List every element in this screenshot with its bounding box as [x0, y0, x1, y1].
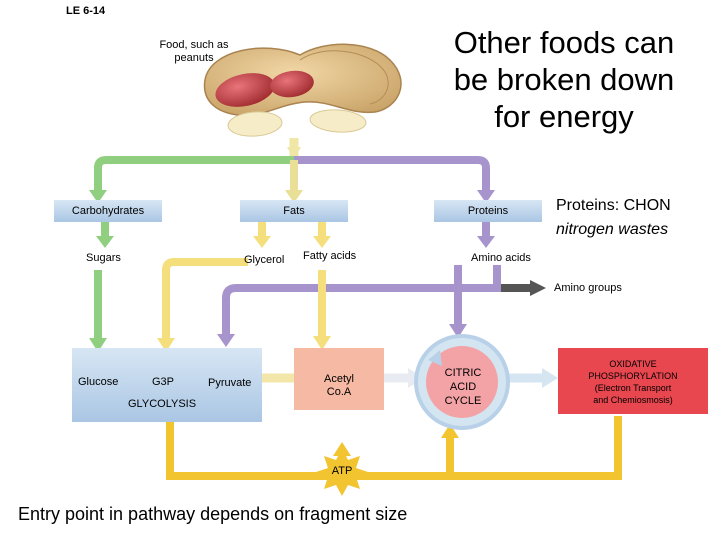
proteins-note-line-2: nitrogen wastes [556, 221, 669, 238]
proteins-note-line-1: Proteins: CHON [556, 197, 671, 214]
headline-line-1: Other foods can [453, 25, 675, 60]
proteins-label: Proteins [467, 205, 509, 217]
acetyl-coa-line-2: Co.A [326, 386, 352, 398]
glycolysis-label: GLYCOLYSIS [128, 398, 197, 410]
carbohydrates-label: Carbohydrates [71, 205, 145, 217]
oxidative-line-3: (Electron Transport [594, 383, 672, 393]
headline-line-3: for energy [494, 99, 634, 134]
citric-acid-cycle-label: CITRIC ACID CYCLE [428, 366, 498, 408]
atp-starburst-icon [316, 448, 368, 496]
citric-line-2: ACID [449, 381, 477, 393]
oxidative-line-1: OXIDATIVE [609, 359, 657, 369]
cycle-arrow-icon [414, 334, 510, 430]
oxidative-phosphorylation-label: OXIDATIVE PHOSPHORYLATION (Electron Tran… [558, 358, 708, 406]
glycerol-label: Glycerol [244, 254, 285, 266]
headline-line-2: be broken down [453, 62, 675, 97]
amino-groups-label: Amino groups [554, 282, 622, 294]
fats-box [240, 200, 348, 222]
oxidative-line-4: and Chemiosmosis) [593, 395, 673, 405]
oxidative-phosphorylation-box [558, 348, 708, 414]
footer-caption: Entry point in pathway depends on fragme… [18, 504, 408, 524]
acetyl-coa-line-1: Acetyl [324, 373, 354, 385]
headline: Other foods can be broken down for energ… [440, 24, 688, 135]
glycolysis-box [72, 348, 262, 422]
glucose-label: Glucose [78, 376, 119, 388]
food-caption-line-1: Food, such as [159, 39, 229, 51]
g3p-label: G3P [152, 376, 175, 388]
citric-line-3: CYCLE [444, 395, 482, 407]
oxidative-line-2: PHOSPHORYLATION [588, 371, 678, 381]
peanuts-illustration [203, 43, 402, 137]
pyruvate-label: Pyruvate [208, 377, 252, 389]
proteins-box [434, 200, 542, 222]
fats-label: Fats [283, 205, 305, 217]
citric-line-1: CITRIC [444, 367, 482, 379]
fatty-acids-label: Fatty acids [303, 250, 357, 262]
food-caption: Food, such as peanuts [140, 39, 248, 65]
acetyl-coa-box [294, 348, 384, 410]
sugars-label: Sugars [86, 252, 121, 264]
carbohydrates-box [54, 200, 162, 222]
food-caption-line-2: peanuts [174, 52, 214, 64]
figure-label: LE 6-14 [66, 5, 106, 17]
atp-label: ATP [331, 465, 353, 477]
acetyl-coa-label: Acetyl Co.A [294, 373, 384, 399]
amino-acids-label: Amino acids [471, 252, 531, 264]
